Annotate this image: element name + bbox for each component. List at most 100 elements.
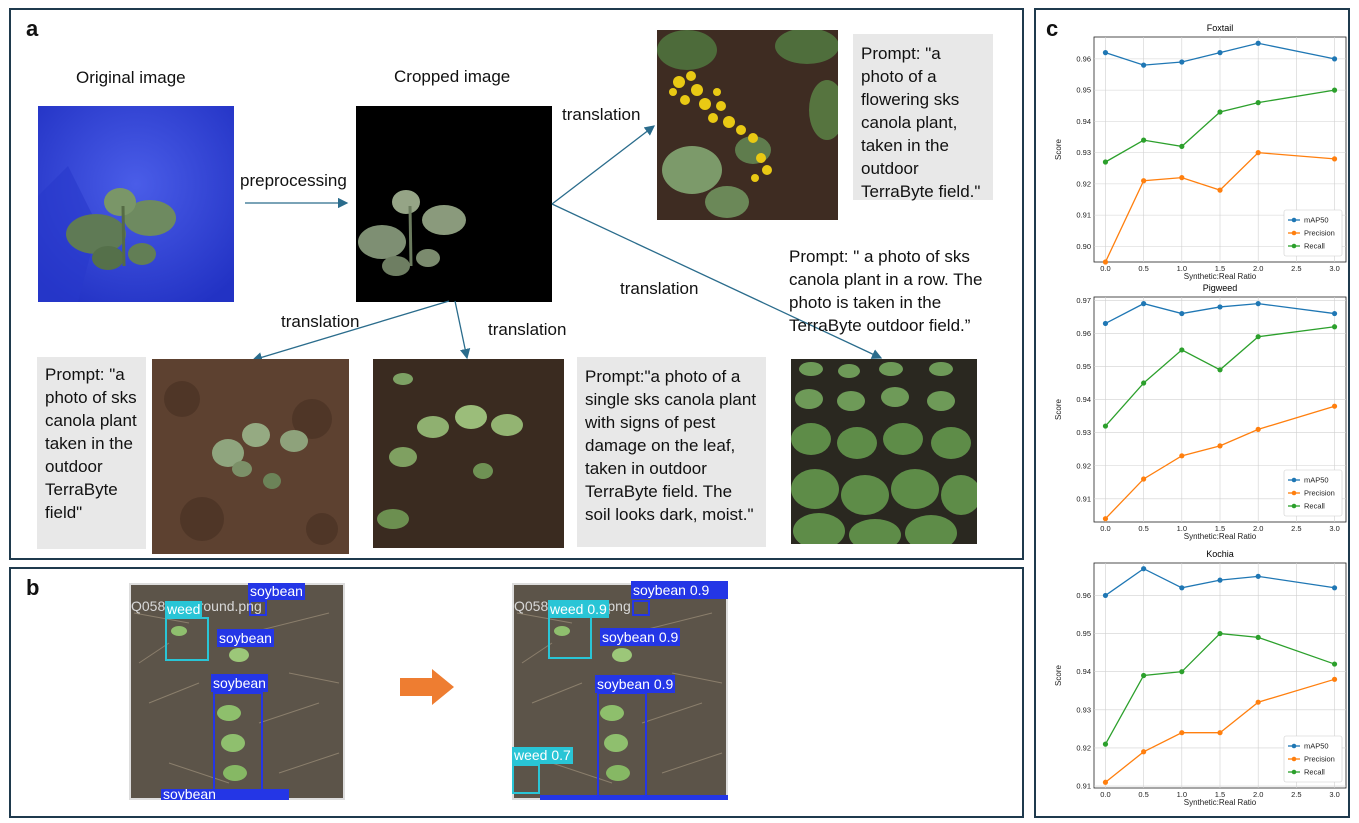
data-point-map50 [1331,310,1338,317]
left-soybean-box-mid [213,692,263,796]
legend-marker [1291,490,1297,496]
y-tick-label: 0.93 [1076,148,1091,157]
right-soybean-box-top [632,600,650,616]
data-point-precision [1255,426,1261,432]
left-soybean-label-2: soybean [217,629,274,647]
legend-marker [1291,769,1297,775]
data-point-precision [1179,730,1185,736]
y-tick-label: 0.93 [1076,428,1091,437]
legend-label: Recall [1304,768,1325,777]
left-weed-box [165,617,209,661]
y-tick-label: 0.94 [1076,117,1091,126]
right-weed-label-1: weed 0.9 [548,600,609,618]
data-point-precision [1331,403,1338,409]
data-point-recall [1331,324,1338,330]
data-point-recall [1102,423,1109,429]
series-line-recall [1104,632,1335,745]
x-tick-label: 2.0 [1253,524,1263,533]
left-soybean-label-1: soybean [248,583,305,600]
pest-damage-canola-image [373,359,564,548]
data-point-recall [1217,367,1223,373]
data-point-precision [1141,749,1147,755]
series-line-map50 [1105,302,1335,325]
single-canola-image [152,359,349,554]
right-weed-box [548,615,592,659]
data-point-map50 [1217,50,1223,56]
cropped-image-caption: Cropped image [394,67,511,86]
prompt-pest: Prompt:"a photo of a single sks canola p… [577,357,766,547]
x-tick-label: 3.0 [1329,264,1339,273]
data-point-map50 [1102,50,1109,56]
data-point-precision [1217,187,1223,193]
data-point-recall [1102,741,1109,747]
translation-label-pest: translation [488,320,567,339]
orange-arrow-icon [400,669,454,705]
series-line-recall [1104,326,1335,427]
original-image-caption: Original image [76,68,186,87]
prompt-flowering: Prompt: "a photo of a flowering sks cano… [853,34,993,201]
chart-title: Kochia [1206,549,1234,559]
data-point-recall [1102,159,1109,165]
legend-label: mAP50 [1304,742,1329,751]
legend-marker [1291,217,1297,223]
panel-a-arrows [245,125,883,363]
legend-marker [1291,477,1297,483]
data-point-recall [1255,334,1261,340]
series-line-precision [1104,151,1335,263]
legend-box [1283,735,1343,783]
data-point-map50 [1141,301,1147,307]
y-tick-label: 0.94 [1076,395,1091,404]
series-line-recall [1105,89,1335,163]
data-point-precision [1179,453,1185,459]
preprocessing-label: preprocessing [240,171,347,190]
data-point-precision [1255,699,1261,705]
y-tick-label: 0.95 [1076,629,1091,638]
data-point-precision [1217,730,1223,736]
left-weed-label: weed [165,601,203,618]
prompt-row: Prompt: " a photo of sks canola plant in… [789,247,983,335]
x-tick-label: 2.0 [1253,790,1263,799]
x-tick-label: 1.0 [1177,524,1187,533]
legend-marker [1291,756,1297,762]
series-line-precision [1105,678,1335,783]
data-point-recall [1331,661,1338,667]
y-tick-label: 0.92 [1076,461,1091,470]
y-tick-label: 0.92 [1076,743,1091,752]
y-axis-label: Score [1054,139,1063,160]
y-axis-label: Score [1054,399,1063,420]
y-tick-label: 0.92 [1076,179,1091,188]
data-point-precision [1331,156,1338,162]
cropped-image [356,106,552,302]
y-tick-label: 0.95 [1076,362,1091,371]
data-point-map50 [1255,301,1261,307]
legend-label: Recall [1304,502,1325,511]
series-line-map50 [1105,42,1335,66]
x-tick-label: 2.5 [1291,264,1301,273]
right-soybean-box-mid [597,692,647,800]
x-tick-label: 1.5 [1215,524,1225,533]
x-tick-label: 0.0 [1100,790,1110,799]
x-tick-label: 1.5 [1215,264,1225,273]
data-point-map50 [1179,59,1185,65]
x-axis-label: Synthetic:Real Ratio [1184,798,1257,807]
translation-label-flowering: translation [562,105,641,124]
flowering-canola-image [657,30,838,220]
left-soybean-label-3: soybean [211,674,268,692]
x-tick-label: 0.0 [1100,524,1110,533]
y-tick-label: 0.93 [1076,705,1091,714]
data-point-precision [1102,259,1109,265]
y-tick-label: 0.97 [1076,296,1091,305]
data-point-recall [1179,143,1185,149]
x-tick-label: 0.0 [1100,264,1110,273]
canola-row-image [791,359,977,544]
x-tick-label: 1.5 [1215,790,1225,799]
legend-box [1283,469,1343,517]
chart-title: Pigweed [1203,283,1238,293]
x-axis-label: Synthetic:Real Ratio [1184,272,1257,281]
data-point-precision [1179,175,1185,181]
legend-marker [1291,743,1297,749]
data-point-recall [1255,100,1261,106]
panel-b-label: b [26,575,40,600]
legend-label: Recall [1304,242,1325,251]
legend-label: Precision [1304,229,1335,238]
